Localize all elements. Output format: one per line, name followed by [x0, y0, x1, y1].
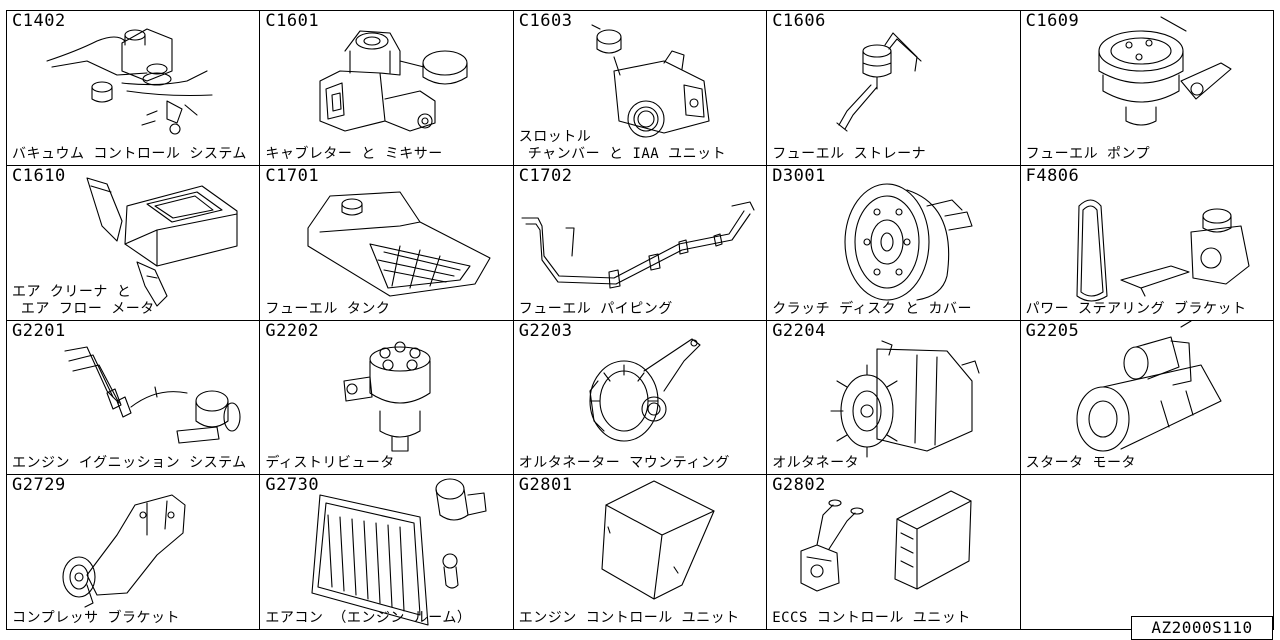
part-cell-c1701[interactable]: C1701 フューエル タンク [260, 165, 514, 321]
part-label: パワー ステアリング ブラケット [1025, 300, 1247, 317]
part-code: D3001 [772, 165, 826, 186]
part-label: エンジン コントロール ユニット [518, 610, 740, 626]
fuel-tank-icon [307, 191, 491, 297]
part-code: C1402 [12, 11, 66, 31]
part-label: スロットル チャンバー と IAA ユニット [518, 128, 727, 162]
part-cell-g2203[interactable]: G2203 オルタネーター マウンティング [513, 320, 768, 476]
alternator-mounting-icon [589, 337, 701, 442]
part-cell-g2802[interactable]: G2802 ECCS コントロール ユニット [767, 475, 1021, 630]
part-code: G2801 [518, 475, 573, 496]
air-cleaner-icon [86, 177, 238, 307]
part-cell-g2801[interactable]: G2801 エンジン コントロール ユニット [513, 475, 768, 630]
part-code: G2802 [772, 475, 826, 496]
empty-cell [1020, 475, 1274, 630]
part-label: キャブレター と ミキサー [265, 145, 443, 162]
compressor-bracket-icon [62, 494, 186, 608]
parts-index-grid: C1402 バキュウム コントロール システム C1601 キャブレター と ミ… [6, 10, 1274, 630]
part-label: コンプレッサ ブラケット [12, 610, 181, 626]
part-label: エア クリーナ と エア フロー メータ [12, 283, 155, 317]
throttle-chamber-icon [591, 24, 710, 138]
clutch-disc-icon [844, 183, 973, 301]
part-cell-c1601[interactable]: C1601 キャブレター と ミキサー [260, 11, 514, 166]
part-label: クラッチ ディスク と カバー [772, 300, 972, 317]
eccs-control-unit-icon [800, 490, 972, 592]
fuel-pump-icon [1098, 16, 1232, 126]
part-cell-g2201[interactable]: G2201 エンジン イグニッション システム [7, 320, 261, 476]
part-cell-c1610[interactable]: C1610 エア クリーナ と エア フロー メータ [7, 165, 261, 321]
part-cell-c1702[interactable]: C1702 フューエル パイピング [513, 165, 768, 321]
part-cell-g2204[interactable]: G2204 オルタネータ [767, 320, 1021, 476]
engine-control-unit-icon [601, 480, 715, 600]
fuel-piping-icon [521, 201, 755, 289]
alternator-icon [830, 339, 980, 458]
part-label: フューエル パイピング [518, 300, 673, 317]
part-label: フューエル ストレーナ [772, 145, 927, 162]
part-code: C1702 [518, 165, 573, 186]
carburetor-icon [319, 30, 468, 132]
part-label: フューエル ポンプ [1025, 145, 1151, 162]
part-code: F4806 [1025, 165, 1080, 186]
part-label: エアコン （エンジン ルーム） [265, 610, 472, 626]
part-code: G2730 [265, 475, 320, 496]
part-code: G2729 [12, 475, 66, 496]
part-code: C1609 [1025, 11, 1080, 31]
part-label: フューエル タンク [265, 300, 391, 317]
ignition-system-icon [64, 345, 241, 444]
part-cell-g2202[interactable]: G2202 ディストリビュータ [260, 320, 514, 476]
part-cell-c1609[interactable]: C1609 フューエル ポンプ [1020, 11, 1274, 166]
part-label: バキュウム コントロール システム [12, 145, 247, 162]
part-label: エンジン イグニッション システム [12, 455, 247, 472]
part-label: ECCS コントロール ユニット [772, 610, 971, 626]
part-cell-c1603[interactable]: C1603 スロットル チャンバー と IAA ユニット [513, 11, 768, 166]
distributor-icon [343, 340, 431, 452]
part-code: G2203 [518, 320, 573, 341]
power-steering-bracket-icon [1076, 199, 1250, 302]
part-code: G2205 [1025, 320, 1080, 341]
part-cell-d3001[interactable]: D3001 クラッチ ディスク と カバー [767, 165, 1021, 321]
starter-motor-icon [1076, 320, 1222, 452]
part-code: C1606 [772, 11, 826, 31]
part-label: オルタネータ [772, 455, 860, 472]
part-code: G2202 [265, 320, 320, 341]
part-code: C1701 [265, 165, 320, 186]
part-cell-g2729[interactable]: G2729 コンプレッサ ブラケット [7, 475, 261, 630]
fuel-strainer-icon [836, 32, 922, 132]
part-code: C1603 [518, 11, 573, 31]
part-cell-c1402[interactable]: C1402 バキュウム コントロール システム [7, 11, 261, 166]
part-label: オルタネーター マウンティング [518, 455, 730, 472]
part-code: G2201 [12, 320, 66, 341]
part-code: C1610 [12, 165, 66, 186]
part-cell-g2205[interactable]: G2205 スタータ モータ [1020, 320, 1274, 476]
part-cell-g2730[interactable]: G2730 エアコン （エンジン ルーム） [260, 475, 514, 630]
vacuum-control-system-icon [46, 28, 213, 135]
part-cell-c1606[interactable]: C1606 フューエル ストレーナ [767, 11, 1021, 166]
part-code: C1601 [265, 11, 320, 31]
air-conditioner-icon [311, 478, 487, 626]
part-code: G2204 [772, 320, 826, 341]
figure-id-label: AZ2000S110 [1131, 616, 1273, 640]
part-cell-f4806[interactable]: F4806 パワー ステアリング ブラケット [1020, 165, 1274, 321]
part-label: スタータ モータ [1025, 455, 1137, 472]
part-label: ディストリビュータ [265, 455, 395, 472]
